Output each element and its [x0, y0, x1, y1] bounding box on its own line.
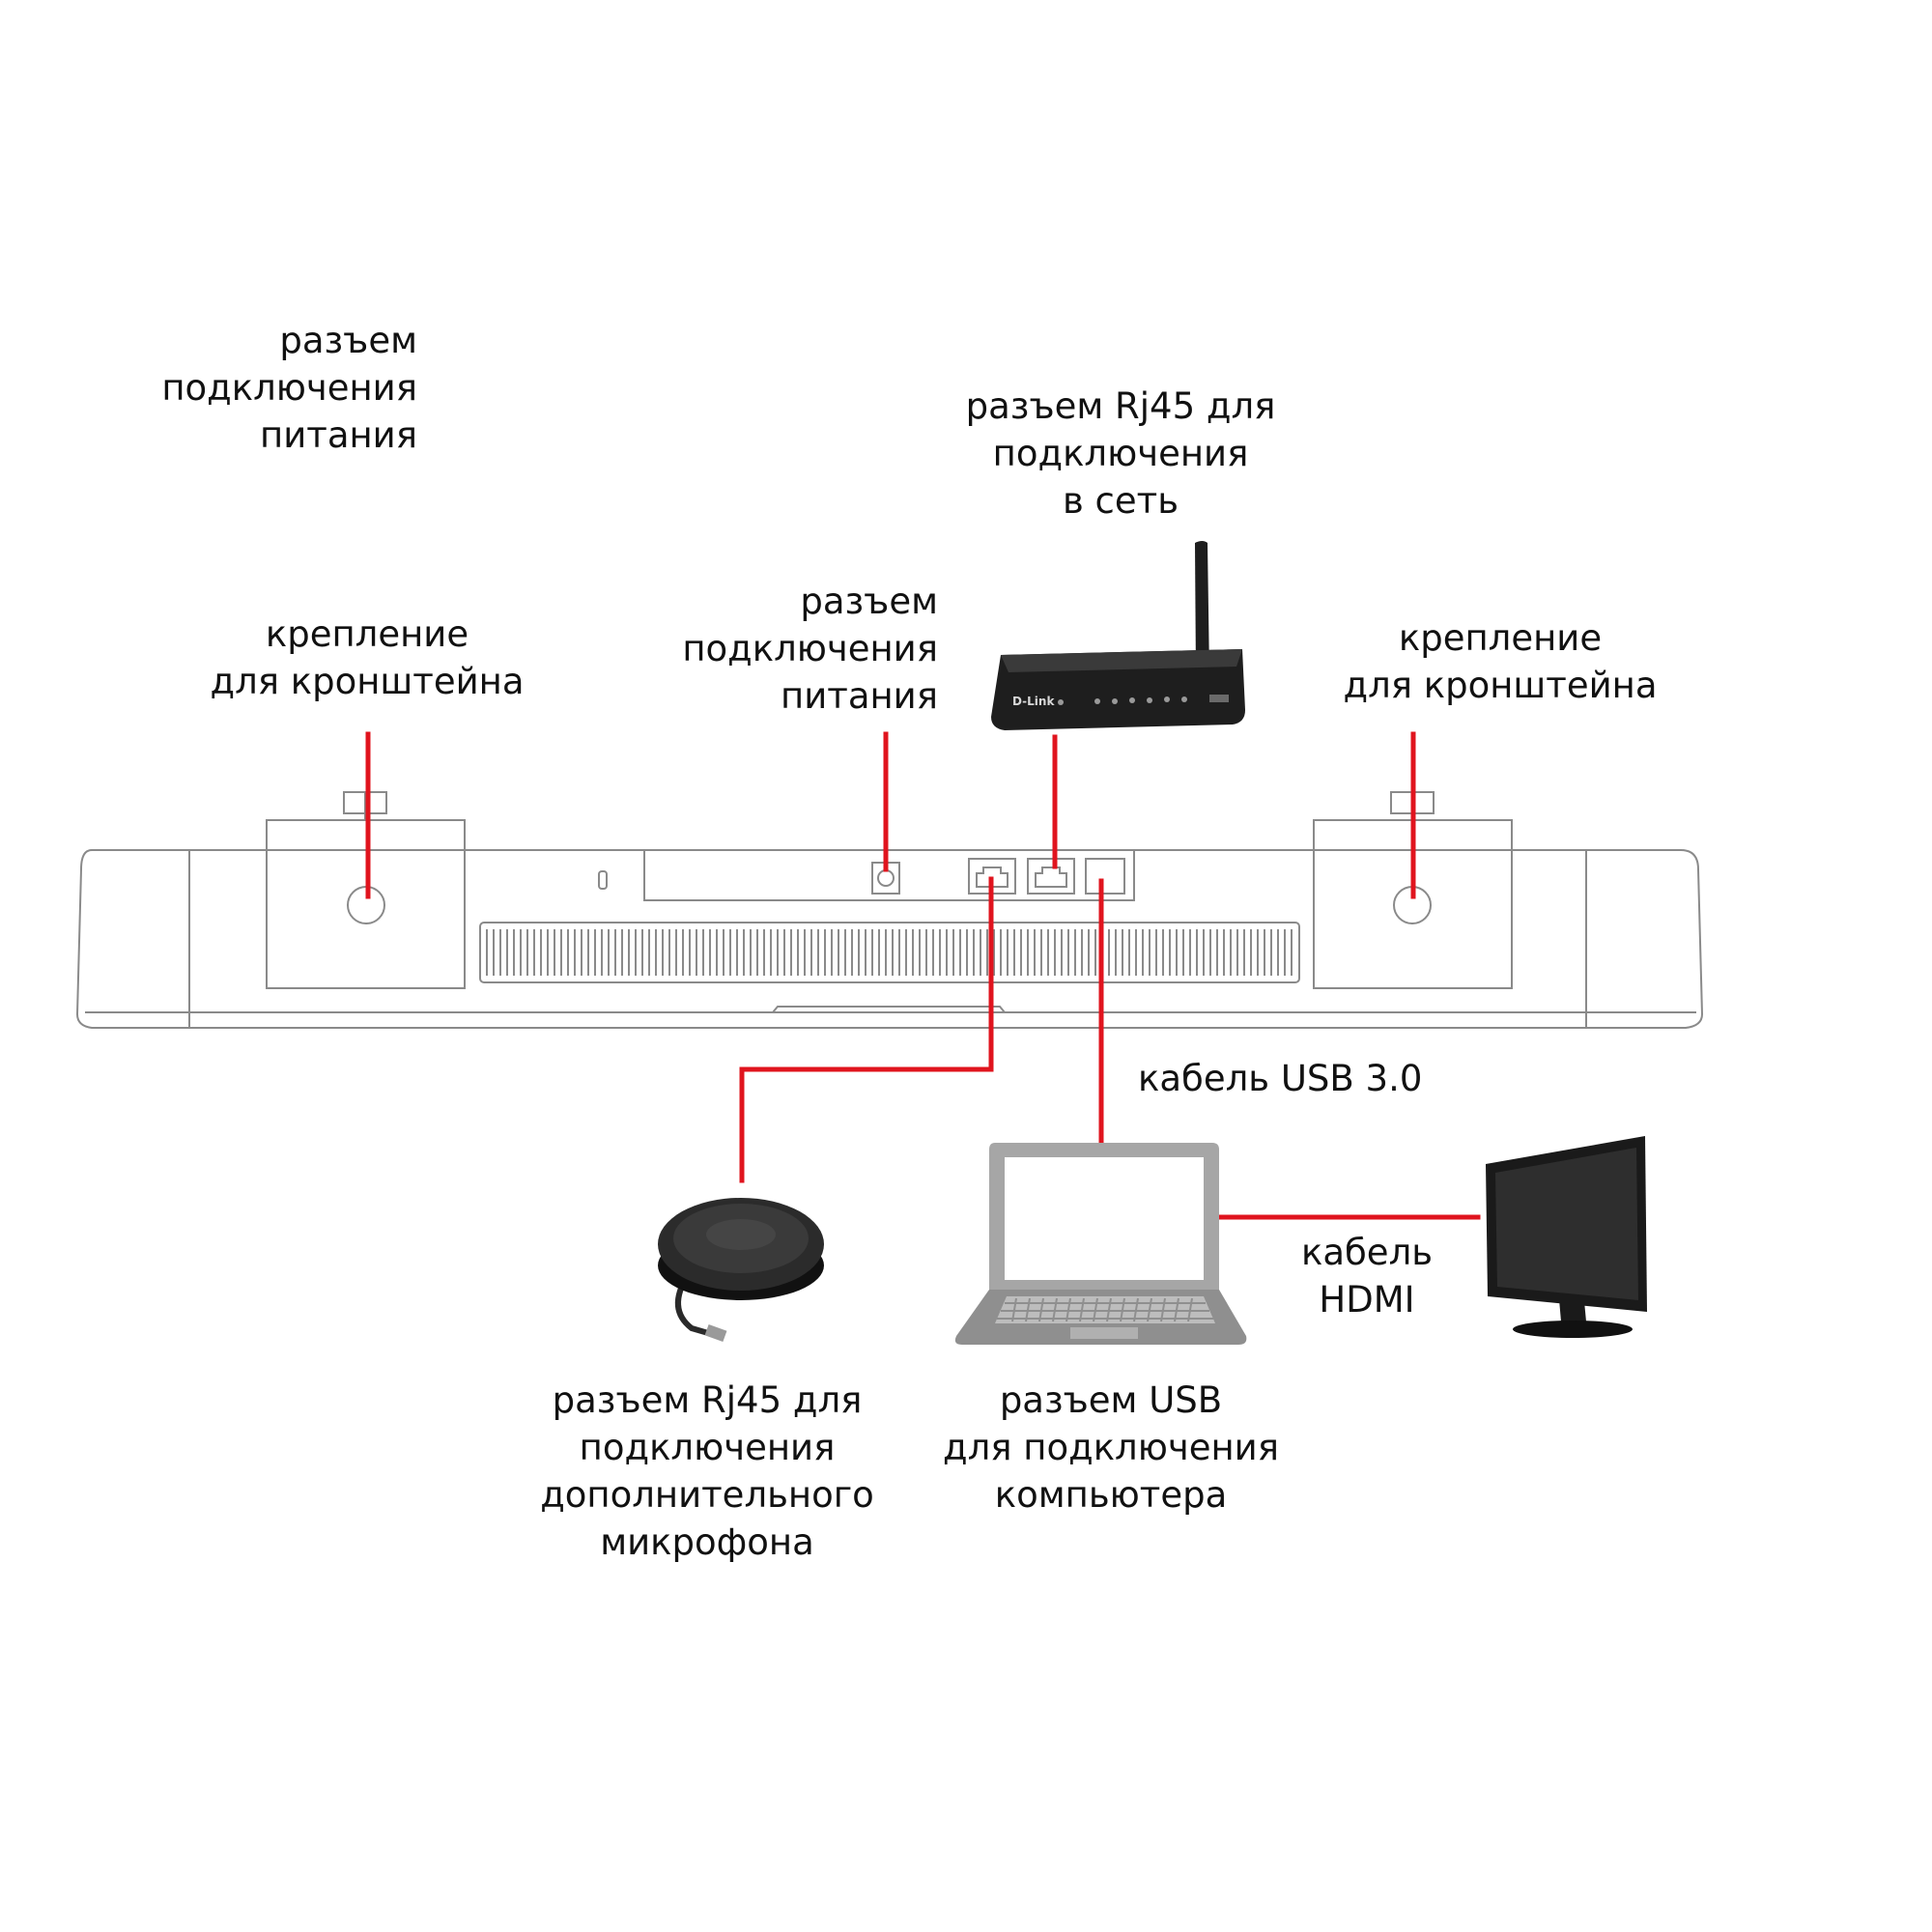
laptop-keys: [997, 1297, 1213, 1322]
label-line: подключения: [682, 628, 938, 669]
label-line: для подключения: [943, 1427, 1279, 1468]
monitor: [1486, 1136, 1647, 1338]
label-power-top: разъем подключения питания: [126, 317, 417, 459]
label-line: разъем: [800, 581, 938, 622]
label-mount-right: крепление для кронштейна: [1321, 614, 1679, 709]
keyboard-column: [1174, 1297, 1179, 1322]
rj45-port-mic-socket: [976, 867, 1009, 888]
keyboard-column: [1133, 1297, 1139, 1322]
label-line: крепление: [265, 613, 469, 655]
grille-slots: [486, 929, 1293, 976]
keyboard-column: [1106, 1297, 1112, 1322]
keyboard-column: [1052, 1297, 1058, 1322]
label-usb-computer: разъем USB для подключения компьютера: [927, 1377, 1294, 1519]
router-leds: [1058, 696, 1187, 705]
video-bar: [75, 791, 1704, 1029]
monitor-screen: [1495, 1148, 1638, 1300]
speakerphone-center: [706, 1219, 776, 1250]
label-line: дополнительного: [540, 1474, 874, 1516]
speaker-grille: [479, 922, 1300, 983]
connector-panel: [643, 849, 1135, 901]
bar-outline: [75, 849, 1704, 1029]
label-line: подключения: [579, 1427, 836, 1468]
label-line: HDMI: [1319, 1279, 1415, 1321]
keyboard-column: [1093, 1297, 1098, 1322]
rj45-port-network: [1027, 858, 1075, 895]
label-line: для кронштейна: [1343, 665, 1658, 706]
monitor-stand: [1513, 1321, 1633, 1338]
router-label-plate: [1209, 695, 1229, 702]
rj45-port-network-socket: [1035, 867, 1067, 888]
laptop: [954, 1143, 1247, 1345]
label-rj45-mic: разъем Rj45 для подключения дополнительн…: [522, 1377, 893, 1566]
label-line: питания: [781, 675, 938, 717]
label-line: кабель: [1300, 1232, 1434, 1273]
keyboard-column: [1065, 1297, 1071, 1322]
power-jack-hole: [877, 869, 895, 887]
label-line: питания: [260, 414, 417, 456]
label-line: микрофона: [600, 1521, 814, 1563]
label-line: компьютера: [994, 1474, 1228, 1516]
label-line: для кронштейна: [210, 661, 525, 702]
keyboard-column: [1038, 1297, 1044, 1322]
router-top: [1001, 649, 1242, 672]
label-line: разъем Rj45 для: [552, 1379, 863, 1421]
label-line: разъем Rj45 для: [965, 385, 1276, 427]
label-line: разъем USB: [999, 1379, 1223, 1421]
keyboard-column: [1120, 1297, 1125, 1322]
label-line: разъем: [279, 320, 417, 361]
label-line: в сеть: [1062, 480, 1179, 522]
keyboard-column: [1187, 1297, 1193, 1322]
laptop-screen: [1005, 1157, 1204, 1280]
router-antenna: [1195, 541, 1209, 676]
label-hdmi-cable: кабель HDMI: [1256, 1229, 1478, 1323]
usb-port: [1085, 858, 1125, 895]
small-slot: [598, 870, 608, 890]
label-mount-left: крепление для кронштейна: [188, 611, 546, 705]
laptop-touchpad: [1070, 1327, 1138, 1339]
router: D-Link: [991, 541, 1245, 730]
keyboard-column: [1011, 1297, 1017, 1322]
router-logo: D-Link: [1012, 695, 1055, 708]
line-rj45-mic: [739, 876, 994, 1183]
keyboard-column: [1025, 1297, 1031, 1322]
label-rj45-network: разъем Rj45 для подключения в сеть: [937, 383, 1304, 525]
keyboard-column: [1147, 1297, 1152, 1322]
connector-lines: [365, 731, 1481, 1220]
label-power-center: разъем подключения питания: [618, 578, 938, 720]
keyboard-column: [1079, 1297, 1085, 1322]
speakerphone-plug: [704, 1323, 727, 1343]
speakerphone: [658, 1198, 824, 1343]
label-line: крепление: [1398, 617, 1603, 659]
label-usb-cable: кабель USB 3.0: [1138, 1058, 1423, 1099]
label-line: подключения: [161, 367, 417, 409]
keyboard-column: [1160, 1297, 1166, 1322]
bar-foot: [772, 1006, 1006, 1013]
label-line: подключения: [992, 433, 1249, 474]
monitor-neck: [1559, 1299, 1586, 1321]
